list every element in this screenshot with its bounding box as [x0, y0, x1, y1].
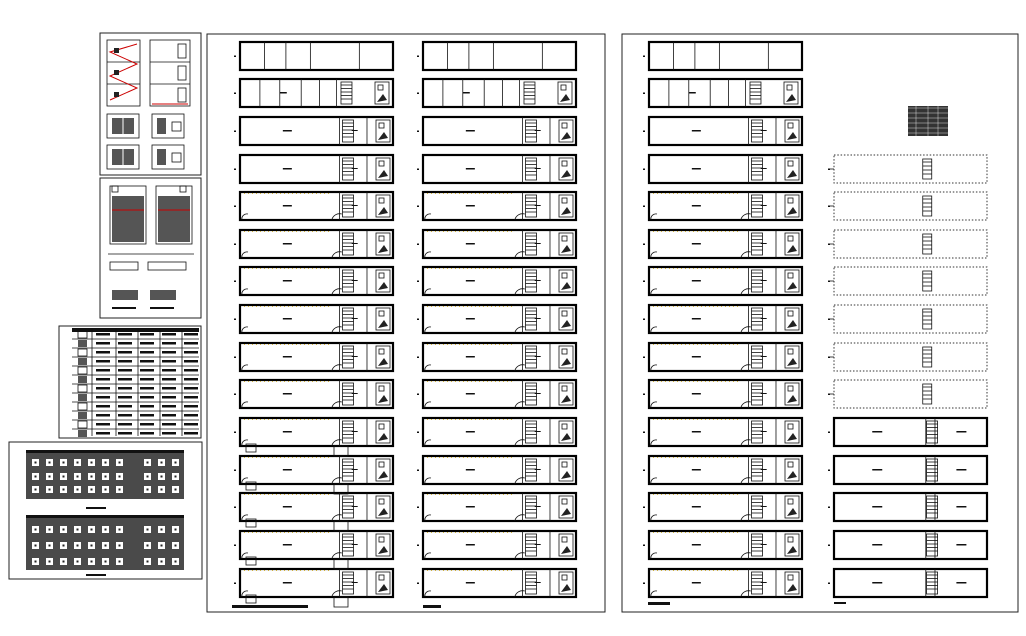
floor-plan [417, 378, 578, 410]
sheet-title-bar-left [232, 605, 308, 608]
floor-plan [828, 416, 989, 448]
floor-plan [417, 416, 578, 448]
floor-plan [417, 153, 578, 185]
sheet-title-bar-mid [423, 605, 441, 608]
floor-plan [417, 567, 578, 599]
floor-plan [234, 40, 395, 72]
floor-plan [828, 191, 988, 221]
floor-plan [643, 378, 804, 410]
floor-plan [643, 529, 804, 561]
floor-plan [417, 115, 578, 147]
floor-plan [643, 567, 804, 599]
floor-plan [234, 491, 395, 523]
floor-plan [643, 265, 804, 297]
floor-plan [417, 491, 578, 523]
floor-plan [417, 228, 578, 260]
floor-plan [828, 567, 989, 599]
sheet-title-bar-far [834, 602, 846, 604]
floor-plan [417, 77, 578, 109]
floor-plan [643, 341, 804, 373]
building-elevation-panel [8, 441, 203, 580]
floor-plan [828, 304, 988, 334]
floor-plan [234, 378, 395, 410]
stair-elevation-panel [99, 177, 202, 319]
floor-plan [417, 190, 578, 222]
floor-plan [417, 265, 578, 297]
sheet-title-bar-right [648, 602, 670, 605]
floor-plan [234, 153, 395, 185]
floor-plan [417, 529, 578, 561]
floor-plans [234, 40, 989, 608]
floor-plan [234, 265, 395, 297]
floor-plan [643, 40, 804, 72]
floor-plan [234, 115, 395, 147]
floor-plan [643, 115, 804, 147]
floor-plan [417, 454, 578, 486]
stair-tower [245, 443, 349, 457]
stair-tower [245, 518, 349, 532]
floor-plan [234, 341, 395, 373]
floor-plan [234, 77, 395, 109]
floor-plan [234, 190, 395, 222]
floor-plan [234, 454, 395, 486]
floor-plan [234, 228, 395, 260]
floor-plan [234, 567, 395, 599]
floor-plan [643, 454, 804, 486]
floor-plan [417, 341, 578, 373]
stair-tower [245, 594, 349, 608]
floor-plan [643, 303, 804, 335]
stair-section-panel [99, 32, 202, 176]
floor-plan [643, 153, 804, 185]
floor-plan [828, 342, 988, 372]
floor-plan [828, 379, 988, 409]
floor-plan [828, 229, 988, 259]
floor-plan [643, 190, 804, 222]
floor-plan [643, 416, 804, 448]
schedule-table-panel [58, 325, 202, 439]
floor-plan [828, 454, 989, 486]
floor-plan [417, 40, 578, 72]
legend-table [908, 106, 948, 136]
floor-plan [828, 154, 988, 184]
floor-plan [828, 491, 989, 523]
floor-plan [417, 303, 578, 335]
floor-plan [643, 228, 804, 260]
floor-plan [828, 266, 988, 296]
floor-plan [234, 303, 395, 335]
stair-tower [245, 556, 349, 570]
floor-plan [643, 77, 804, 109]
floor-plan [234, 529, 395, 561]
floor-plan [643, 491, 804, 523]
floor-plan [828, 529, 989, 561]
floor-plan [234, 416, 395, 448]
stair-tower [245, 481, 349, 495]
